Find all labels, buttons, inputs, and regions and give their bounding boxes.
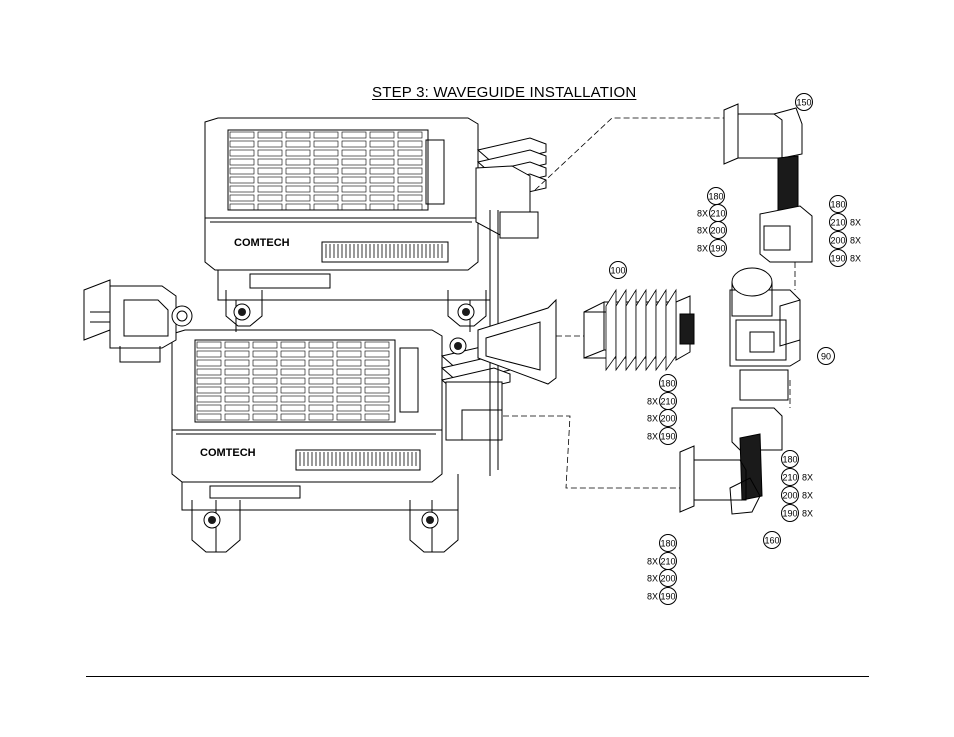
callout-160: 160 [763,531,781,549]
upper-amplifier-unit [204,117,491,301]
callout-number: 210 [660,557,675,567]
callout-number: 190 [660,432,675,442]
callout-number: 210 [710,209,725,219]
callout-number: 180 [660,379,675,389]
multiplier-label: 8X [850,254,861,264]
callout-number: 190 [782,509,797,519]
callout-number: 180 [708,192,723,202]
leader-lines [503,117,796,489]
callout-100: 100 [609,261,627,279]
callout-number: 200 [710,226,725,236]
flex-waveguide-150 [723,103,813,263]
upper-heatsink-fins [475,137,547,239]
multiplier-label: 8X [802,491,813,501]
upper-vent-grille [229,131,423,211]
callout-number: 100 [610,266,625,276]
callout-150: 150 [795,93,813,111]
callout-number: 180 [782,455,797,465]
callout-number: 200 [660,414,675,424]
filter-fins [605,288,677,372]
multiplier-label: 8X [697,209,708,219]
callout-90: 90 [817,347,835,365]
multiplier-label: 8X [647,574,658,584]
callout-number: 210 [660,397,675,407]
callout-number: 200 [660,574,675,584]
multiplier-label: 8X [850,236,861,246]
callout-180: 180 [659,374,677,392]
center-bracket [477,298,557,385]
footer-rule [86,676,869,677]
callout-200: 200 8X [829,231,861,249]
lower-vent-grille [196,341,390,421]
callout-180: 180 [659,534,677,552]
callout-number: 180 [830,200,845,210]
multiplier-label: 8X [850,218,861,228]
multiplier-label: 8X [647,397,658,407]
callout-number: 150 [796,98,811,108]
callout-180: 180 [707,187,725,205]
left-connector-assembly [83,279,193,363]
callout-number: 190 [830,254,845,264]
callout-number: 160 [764,536,779,546]
mounting-bolts [203,303,475,529]
callout-number: 210 [782,473,797,483]
multiplier-label: 8X [647,592,658,602]
multiplier-label: 8X [697,226,708,236]
callout-number: 180 [660,539,675,549]
brand-label: COMTECH [234,237,290,249]
callout-210: 210 8X [829,213,861,231]
multiplier-label: 8X [802,509,813,519]
callout-number: 90 [821,352,831,362]
lower-side-vents [299,452,417,466]
multiplier-label: 8X [647,414,658,424]
callout-200: 200 8X [781,486,813,504]
callout-number: 190 [660,592,675,602]
switch-assembly-90 [729,267,801,401]
brand-label: COMTECH [200,447,256,459]
multiplier-label: 8X [647,432,658,442]
lower-amplifier-unit [171,329,459,511]
callout-number: 190 [710,244,725,254]
multiplier-label: 8X [802,473,813,483]
callout-number: 200 [830,236,845,246]
callout-190: 190 8X [829,249,861,267]
diagram-title: STEP 3: WAVEGUIDE INSTALLATION [372,84,637,101]
callout-number: 200 [782,491,797,501]
multiplier-label: 8X [647,557,658,567]
callout-210: 210 8X [781,468,813,486]
callout-number: 210 [830,218,845,228]
callout-190: 190 8X [781,504,813,522]
callout-180: 180 [781,450,799,468]
callout-180: 180 [829,195,847,213]
multiplier-label: 8X [697,244,708,254]
upper-side-vents [325,244,443,258]
flex-waveguide-160 [679,407,783,515]
